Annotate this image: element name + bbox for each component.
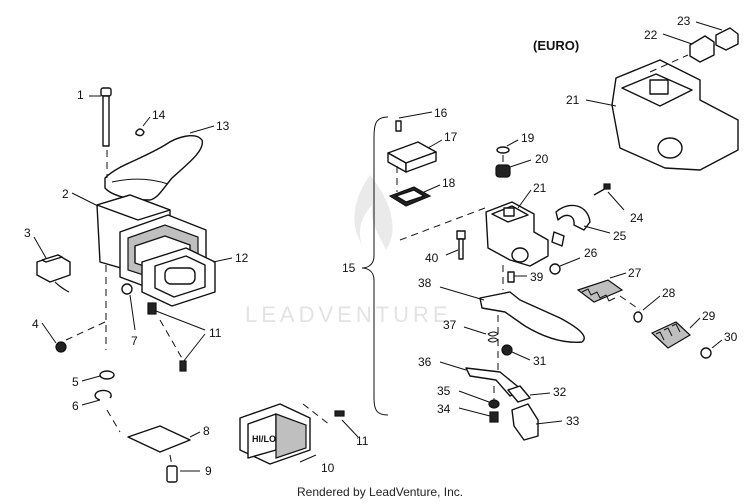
callout-11-left: 11 (209, 326, 222, 340)
callout-21-lower: 21 (533, 181, 547, 195)
callout-32: 32 (553, 385, 567, 399)
hilo-switch-label: HI/LO (252, 434, 276, 444)
callout-22: 22 (644, 28, 658, 42)
part-32-switch (507, 385, 551, 403)
part-25-clamp (551, 204, 611, 247)
callout-34: 34 (437, 402, 451, 416)
callout-9: 9 (205, 464, 212, 478)
callout-35: 35 (437, 384, 451, 398)
part-28-washer (633, 295, 661, 323)
callout-21-euro: 21 (566, 93, 580, 107)
callout-2: 2 (62, 187, 69, 201)
euro-region-label: (EURO) (533, 38, 579, 53)
part-12-cover (141, 247, 233, 307)
callout-12: 12 (235, 251, 249, 265)
part-10-hilo-switch: HI/LO (239, 403, 359, 465)
callout-20: 20 (535, 152, 549, 166)
callout-38: 38 (418, 276, 432, 290)
callout-8: 8 (203, 424, 210, 438)
bracket-15 (361, 116, 389, 416)
part-4-screw (41, 321, 106, 353)
callout-10: 10 (321, 461, 335, 475)
part-36-bracket (439, 361, 523, 397)
watermark-flame-icon (354, 175, 393, 250)
callout-19: 19 (521, 131, 535, 145)
part-13-lever (104, 125, 215, 201)
callout-23: 23 (677, 14, 691, 28)
footer-credit: Rendered by LeadVenture, Inc. (297, 485, 463, 499)
part-33-plate (511, 403, 563, 441)
part-40-bolt (445, 230, 466, 260)
callout-11-right: 11 (356, 434, 369, 448)
part-14-clip (135, 116, 151, 137)
callout-14: 14 (152, 108, 166, 122)
callout-3: 3 (24, 226, 31, 240)
callout-26: 26 (584, 246, 598, 260)
part-16-screw (395, 111, 433, 132)
callout-28: 28 (662, 286, 676, 300)
part-17-cover (387, 139, 443, 173)
callout-13: 13 (216, 119, 230, 133)
euro-group (585, 21, 739, 171)
callout-27: 27 (628, 266, 642, 280)
callout-25: 25 (613, 229, 627, 243)
part-38-lever (439, 286, 585, 343)
part-3-switch (33, 236, 71, 293)
callout-labels: 1 2 3 4 5 6 7 8 9 10 11 11 12 13 14 15 1… (24, 14, 738, 478)
part-39-pin (507, 271, 527, 283)
part-1-bolt (89, 87, 112, 147)
callout-1: 1 (77, 88, 84, 102)
callout-15: 15 (342, 261, 356, 275)
part-11-screws-left (155, 310, 206, 372)
part-5-washer (81, 370, 115, 382)
part-7-fastener (121, 283, 157, 331)
part-24-screw (593, 183, 625, 211)
callout-30: 30 (724, 330, 738, 344)
callout-29: 29 (702, 309, 716, 323)
part-27-spring (576, 272, 627, 303)
callout-39: 39 (530, 270, 544, 284)
part-35-washer (458, 390, 500, 409)
callout-36: 36 (418, 355, 432, 369)
callout-40: 40 (425, 251, 439, 265)
watermark-text: LEADVENTURE (245, 302, 452, 327)
part-20-bushing (495, 159, 532, 178)
callout-24: 24 (630, 211, 644, 225)
callout-37: 37 (443, 318, 457, 332)
part-21-body (399, 189, 549, 267)
callout-33: 33 (566, 414, 580, 428)
callout-6: 6 (72, 399, 79, 413)
callout-7: 7 (131, 334, 138, 348)
part-37-spring (463, 326, 499, 343)
right-assembly (361, 21, 739, 441)
part-6-clip (81, 389, 112, 406)
callout-17: 17 (444, 130, 458, 144)
callout-16: 16 (434, 106, 448, 120)
callout-5: 5 (72, 375, 79, 389)
part-19-ring (496, 139, 519, 154)
callout-18: 18 (442, 176, 456, 190)
part-18-gasket (388, 166, 441, 207)
part-30-ring (700, 339, 723, 359)
part-26-washer (549, 257, 581, 275)
part-31-nut (501, 344, 531, 361)
part-8-plate (127, 425, 201, 453)
callout-31: 31 (533, 354, 547, 368)
part-9-bolt (166, 465, 200, 483)
callout-4: 4 (32, 317, 39, 331)
watermark: LEADVENTURE (245, 175, 452, 327)
part-34-screw (458, 407, 499, 423)
part-29-piston (650, 317, 701, 349)
left-assembly: HI/LO (33, 87, 359, 483)
